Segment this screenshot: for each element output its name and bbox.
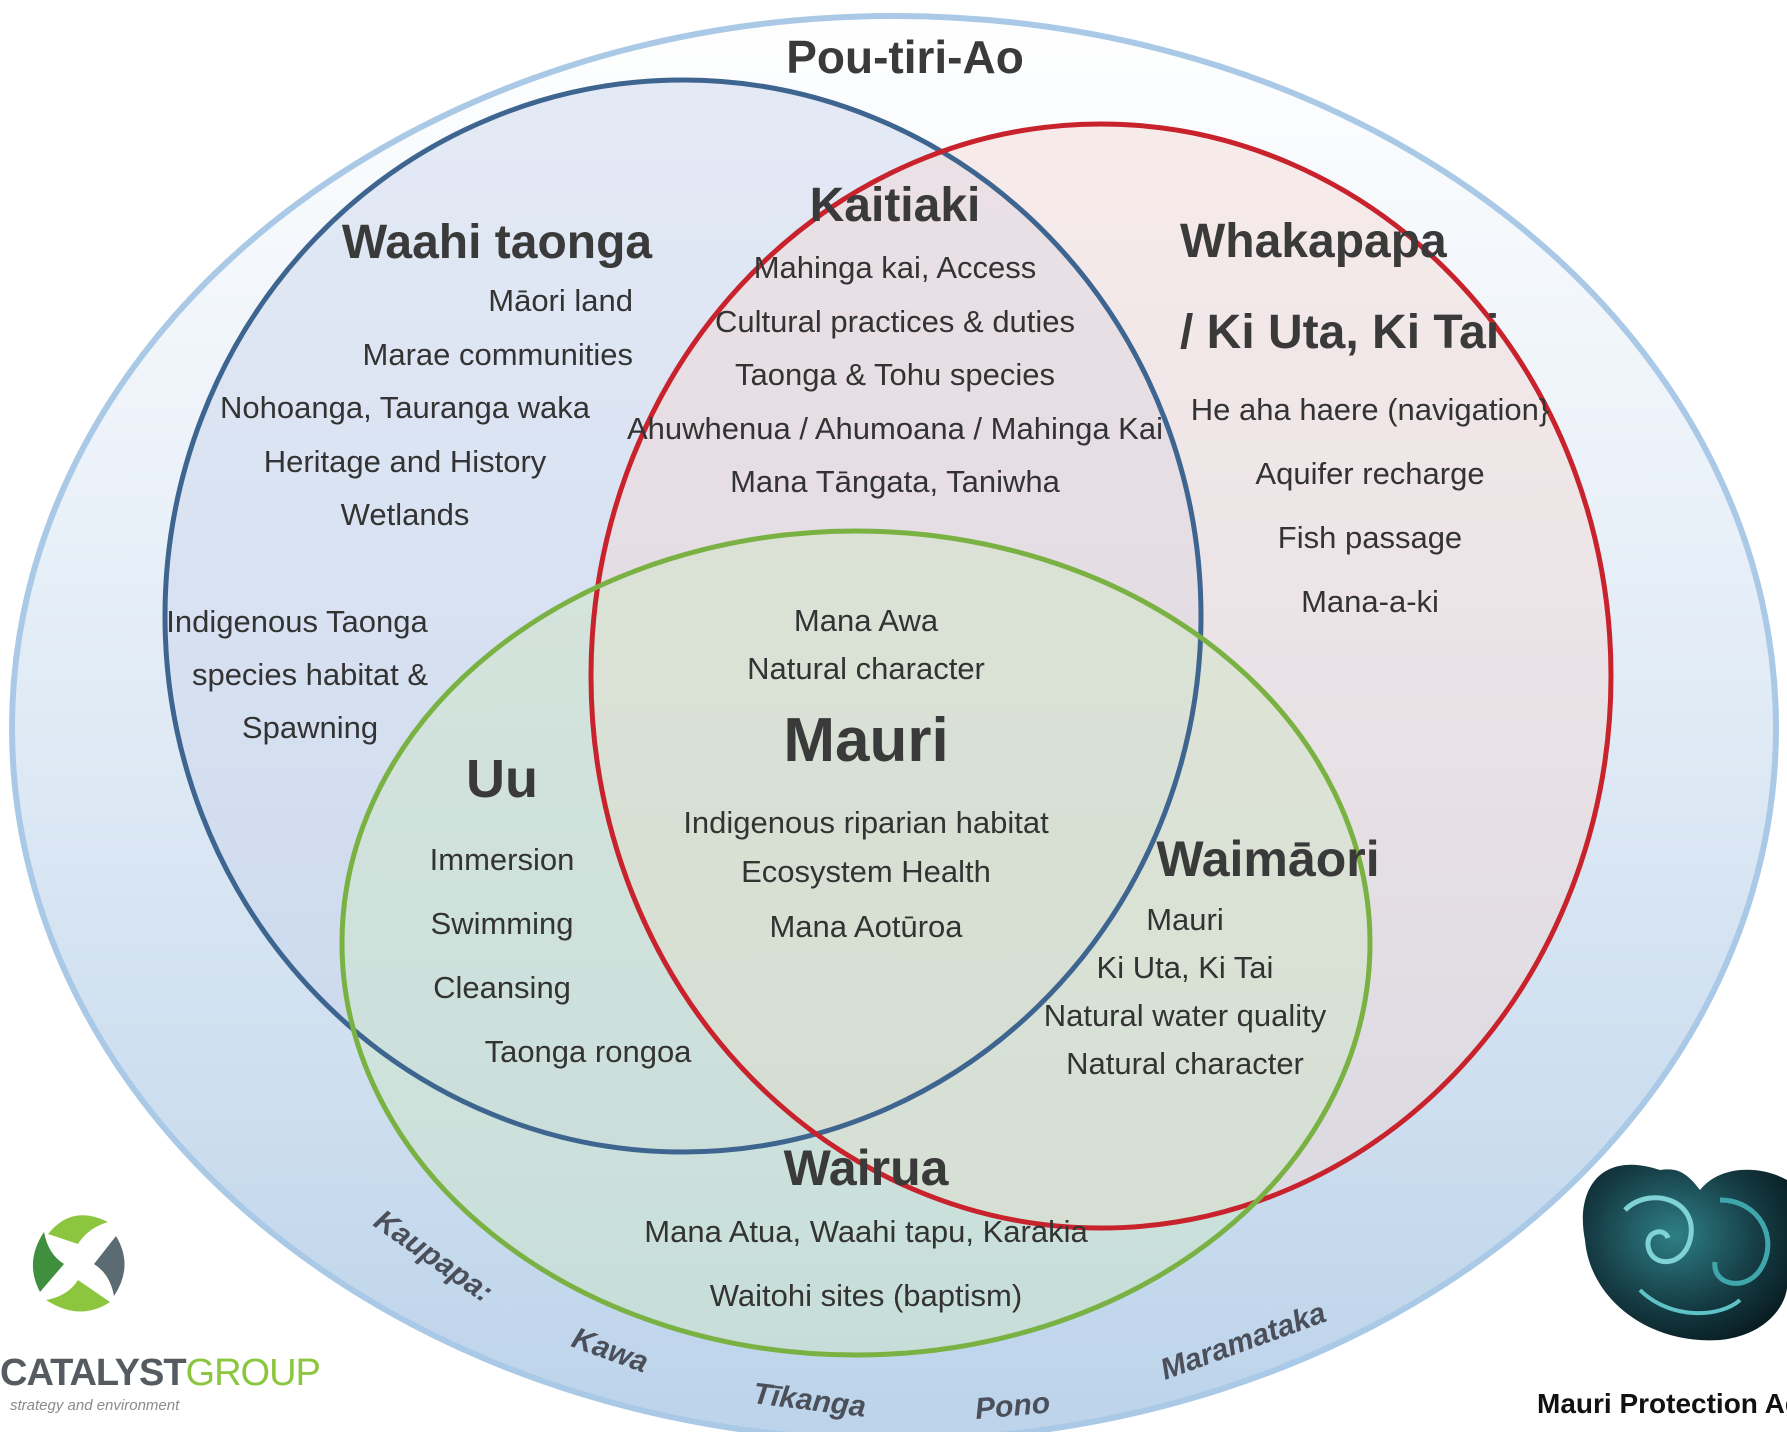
kaitiaki-item: Taonga & Tohu species <box>735 357 1055 392</box>
waimaori-item: Natural character <box>1066 1046 1304 1081</box>
mauri-protection-label: Mauri Protection Age <box>1537 1388 1787 1419</box>
waahi-taonga-circle-fill <box>165 80 1201 1152</box>
kaupapa-value: Pono <box>974 1387 1052 1426</box>
whakapapa-title: Whakapapa <box>1180 215 1447 268</box>
koru-icon <box>1582 1164 1787 1341</box>
kaitiaki-item: Mana Tāngata, Taniwha <box>730 464 1061 499</box>
kaitiaki-item: Mahinga kai, Access <box>754 250 1037 285</box>
habitat-item: Spawning <box>242 710 378 745</box>
mauri-item: Mana Aotūroa <box>769 909 963 944</box>
habitat-item: species habitat & <box>192 657 428 692</box>
whakapapa-item: Fish passage <box>1278 520 1462 555</box>
whakapapa-circle <box>588 121 1614 1231</box>
mauri-item: Ecosystem Health <box>741 854 991 889</box>
uu-item: Swimming <box>431 906 574 941</box>
kaitiaki-title: Kaitiaki <box>810 179 981 232</box>
mauri-green-circle <box>339 528 1373 1358</box>
waimaori-title: Waimāori <box>1156 831 1379 887</box>
mauri-protection-logo: Mauri Protection Age <box>1537 1164 1787 1419</box>
catalyst-group-logo: CATALYSTGROUP strategy and environment <box>0 1215 321 1414</box>
waahi-taonga-item: Heritage and History <box>264 444 547 479</box>
mauri-item: Mana Awa <box>794 603 939 638</box>
habitat-item: Indigenous Taonga <box>166 604 428 639</box>
waimaori-item: Natural water quality <box>1044 998 1327 1033</box>
uu-title: Uu <box>466 749 538 809</box>
mauri-item: Natural character <box>747 651 985 686</box>
kaitiaki-item: Cultural practices & duties <box>715 304 1075 339</box>
whakapapa-title-line2: / Ki Uta, Ki Tai <box>1180 306 1499 359</box>
waimaori-item: Mauri <box>1146 902 1224 937</box>
outer-ellipse <box>9 13 1779 1432</box>
group-word: GROUP <box>186 1352 320 1394</box>
uu-item: Taonga rongoa <box>485 1034 693 1069</box>
whakapapa-item: Mana-a-ki <box>1301 584 1439 619</box>
waahi-taonga-circle <box>162 77 1204 1155</box>
catalyst-swirl-icon <box>32 1215 125 1312</box>
waimaori-item: Ki Uta, Ki Tai <box>1097 950 1274 985</box>
waahi-taonga-item: Māori land <box>488 283 633 318</box>
wairua-item: Mana Atua, Waahi tapu, Karakia <box>644 1214 1088 1249</box>
mauri-item: Indigenous riparian habitat <box>683 805 1049 840</box>
kaitiaki-item: Ahuwhenua / Ahumoana / Mahinga Kai <box>627 411 1163 446</box>
whakapapa-item: Aquifer recharge <box>1255 456 1484 491</box>
catalyst-wordmark: CATALYSTGROUP <box>0 1352 320 1394</box>
outer-title: Pou-tiri-Ao <box>786 31 1024 83</box>
whakapapa-circle-fill <box>591 124 1611 1228</box>
mauri-title: Mauri <box>783 706 948 775</box>
catalyst-word: CATALYST <box>0 1352 186 1394</box>
wairua-item: Waitohi sites (baptism) <box>710 1278 1022 1313</box>
waahi-taonga-title: Waahi taonga <box>342 216 653 269</box>
wairua-title: Wairua <box>784 1140 950 1196</box>
waahi-taonga-item: Wetlands <box>341 497 470 532</box>
waahi-taonga-item: Nohoanga, Tauranga waka <box>220 390 591 425</box>
whakapapa-item: He aha haere (navigation} <box>1191 392 1549 427</box>
mauri-green-circle-fill <box>342 531 1370 1355</box>
catalyst-tagline: strategy and environment <box>10 1397 180 1414</box>
uu-item: Cleansing <box>433 970 571 1005</box>
waahi-taonga-item: Marae communities <box>363 337 633 372</box>
uu-item: Immersion <box>430 842 575 877</box>
